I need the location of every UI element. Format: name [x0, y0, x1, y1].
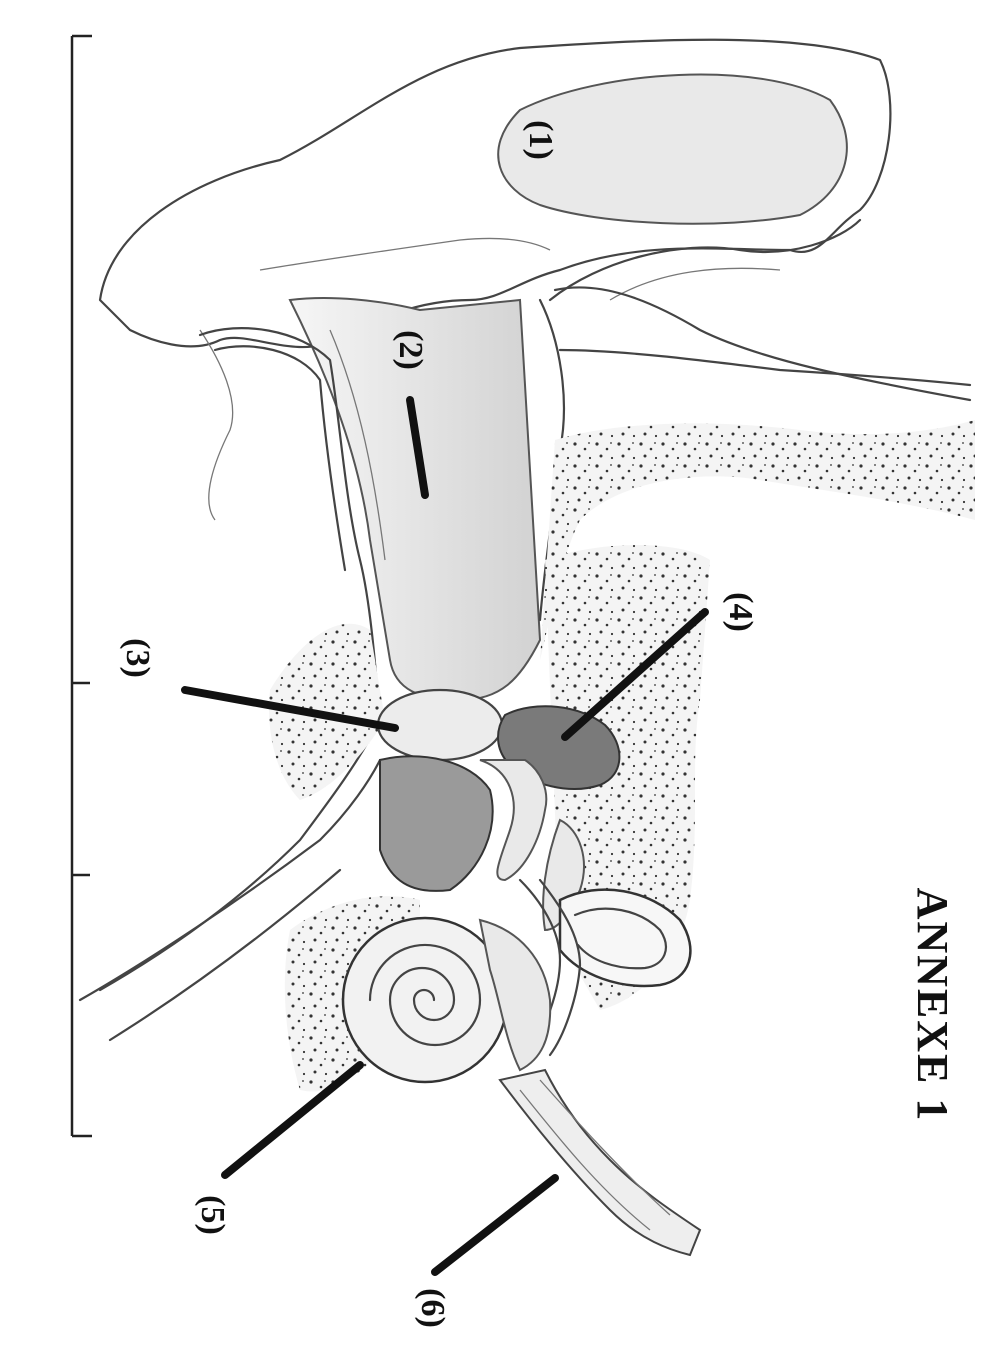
scale-bar: [72, 36, 92, 1136]
leader-line-6: [435, 1178, 555, 1272]
label-2: (2): [392, 330, 429, 370]
auditory-nerve: [500, 1070, 700, 1255]
svg-text:(4): (4): [722, 592, 759, 632]
label-4: (4): [722, 592, 759, 632]
svg-text:(5): (5): [194, 1195, 231, 1235]
svg-text:(3): (3): [119, 638, 156, 678]
label-6: (6): [414, 1288, 451, 1328]
svg-text:(2): (2): [392, 330, 429, 370]
svg-text:(6): (6): [414, 1288, 451, 1328]
svg-text:(1): (1): [522, 120, 559, 160]
label-1: (1): [522, 120, 559, 160]
svg-text:ANNEXE 1: ANNEXE 1: [908, 888, 957, 1123]
cochlea: [343, 918, 550, 1082]
leader-line-5: [225, 1065, 360, 1175]
middle-ear: [380, 756, 493, 891]
diagram-title: ANNEXE 1: [908, 888, 957, 1123]
label-5: (5): [194, 1195, 231, 1235]
label-3: (3): [119, 638, 156, 678]
